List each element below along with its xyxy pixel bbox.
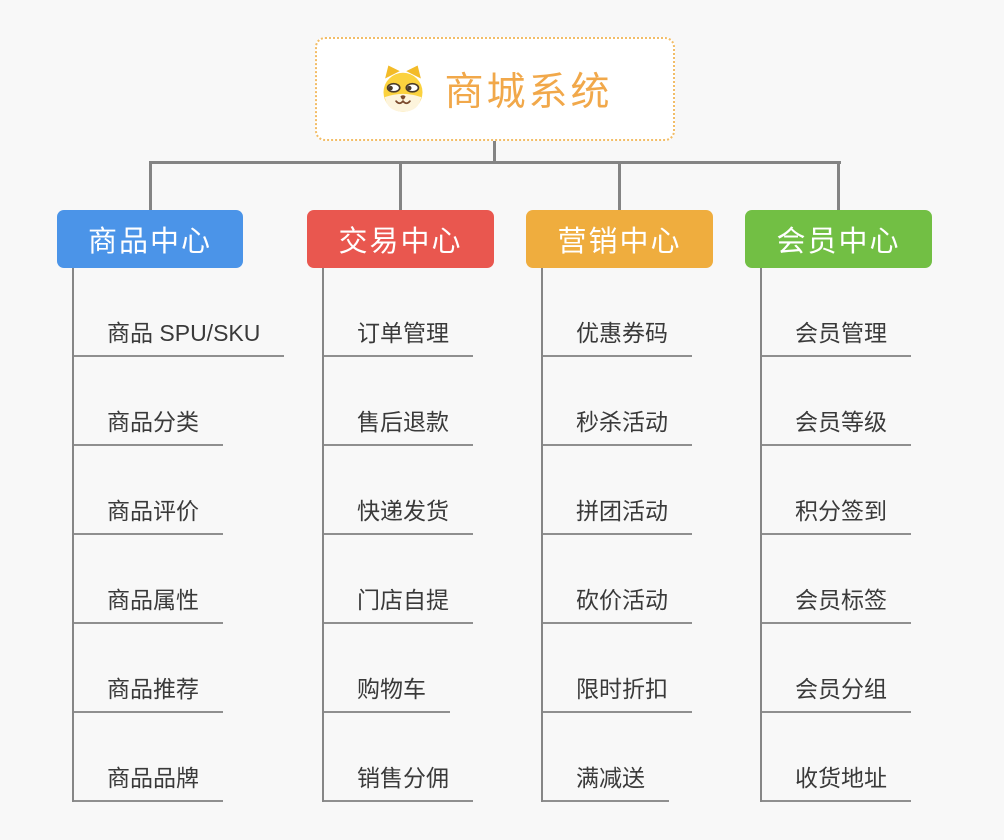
child-topic[interactable]: 会员分组 [762,624,911,713]
child-topic[interactable]: 砍价活动 [543,535,692,624]
child-group-product-center: 商品 SPU/SKU 商品分类 商品评价 商品属性 商品推荐 商品品牌 [72,268,285,802]
child-topic[interactable]: 商品 SPU/SKU [74,268,285,357]
connector-drop-product [149,161,152,210]
child-topic[interactable]: 商品评价 [74,446,284,535]
branch-label: 商品中心 [87,226,212,258]
child-topic[interactable]: 限时折扣 [543,624,692,713]
child-topic[interactable]: 商品品牌 [74,713,284,802]
child-topic[interactable]: 优惠券码 [543,268,692,357]
branch-label: 交易中心 [338,226,463,258]
child-topic[interactable]: 商品推荐 [74,624,284,713]
root-node[interactable]: 商城系统 [315,37,675,141]
branch-node-trade-center[interactable]: 交易中心 [307,210,494,268]
child-topic[interactable]: 会员管理 [762,268,911,357]
child-group-member-center: 会员管理 会员等级 积分签到 会员标签 会员分组 收货地址 [760,268,911,802]
connector-drop-marketing [618,161,621,210]
child-topic[interactable]: 收货地址 [762,713,911,802]
child-topic[interactable]: 门店自提 [324,535,473,624]
shiba-dog-icon [383,65,423,112]
child-topic[interactable]: 积分签到 [762,446,911,535]
child-topic[interactable]: 售后退款 [324,357,473,446]
child-topic[interactable]: 秒杀活动 [543,357,692,446]
connector-root-stem [493,141,496,163]
branch-label: 营销中心 [557,226,682,258]
child-topic[interactable]: 购物车 [324,624,473,713]
child-topic[interactable]: 商品分类 [74,357,284,446]
root-title: 商城系统 [444,71,613,114]
child-topic[interactable]: 拼团活动 [543,446,692,535]
child-topic[interactable]: 快递发货 [324,446,473,535]
child-group-trade-center: 订单管理 售后退款 快递发货 门店自提 购物车 销售分佣 [322,268,473,802]
child-topic[interactable]: 满减送 [543,713,692,802]
connector-bus [149,161,841,164]
branch-label: 会员中心 [776,226,901,258]
child-topic[interactable]: 订单管理 [324,268,473,357]
child-topic[interactable]: 销售分佣 [324,713,473,802]
branch-node-marketing-center[interactable]: 营销中心 [526,210,713,268]
child-topic[interactable]: 会员标签 [762,535,911,624]
child-topic[interactable]: 会员等级 [762,357,911,446]
child-topic[interactable]: 商品属性 [74,535,284,624]
connector-drop-trade [399,161,402,210]
child-group-marketing-center: 优惠券码 秒杀活动 拼团活动 砍价活动 限时折扣 满减送 [541,268,692,802]
connector-drop-member [837,161,840,210]
branch-node-member-center[interactable]: 会员中心 [745,210,932,268]
branch-node-product-center[interactable]: 商品中心 [57,210,243,268]
